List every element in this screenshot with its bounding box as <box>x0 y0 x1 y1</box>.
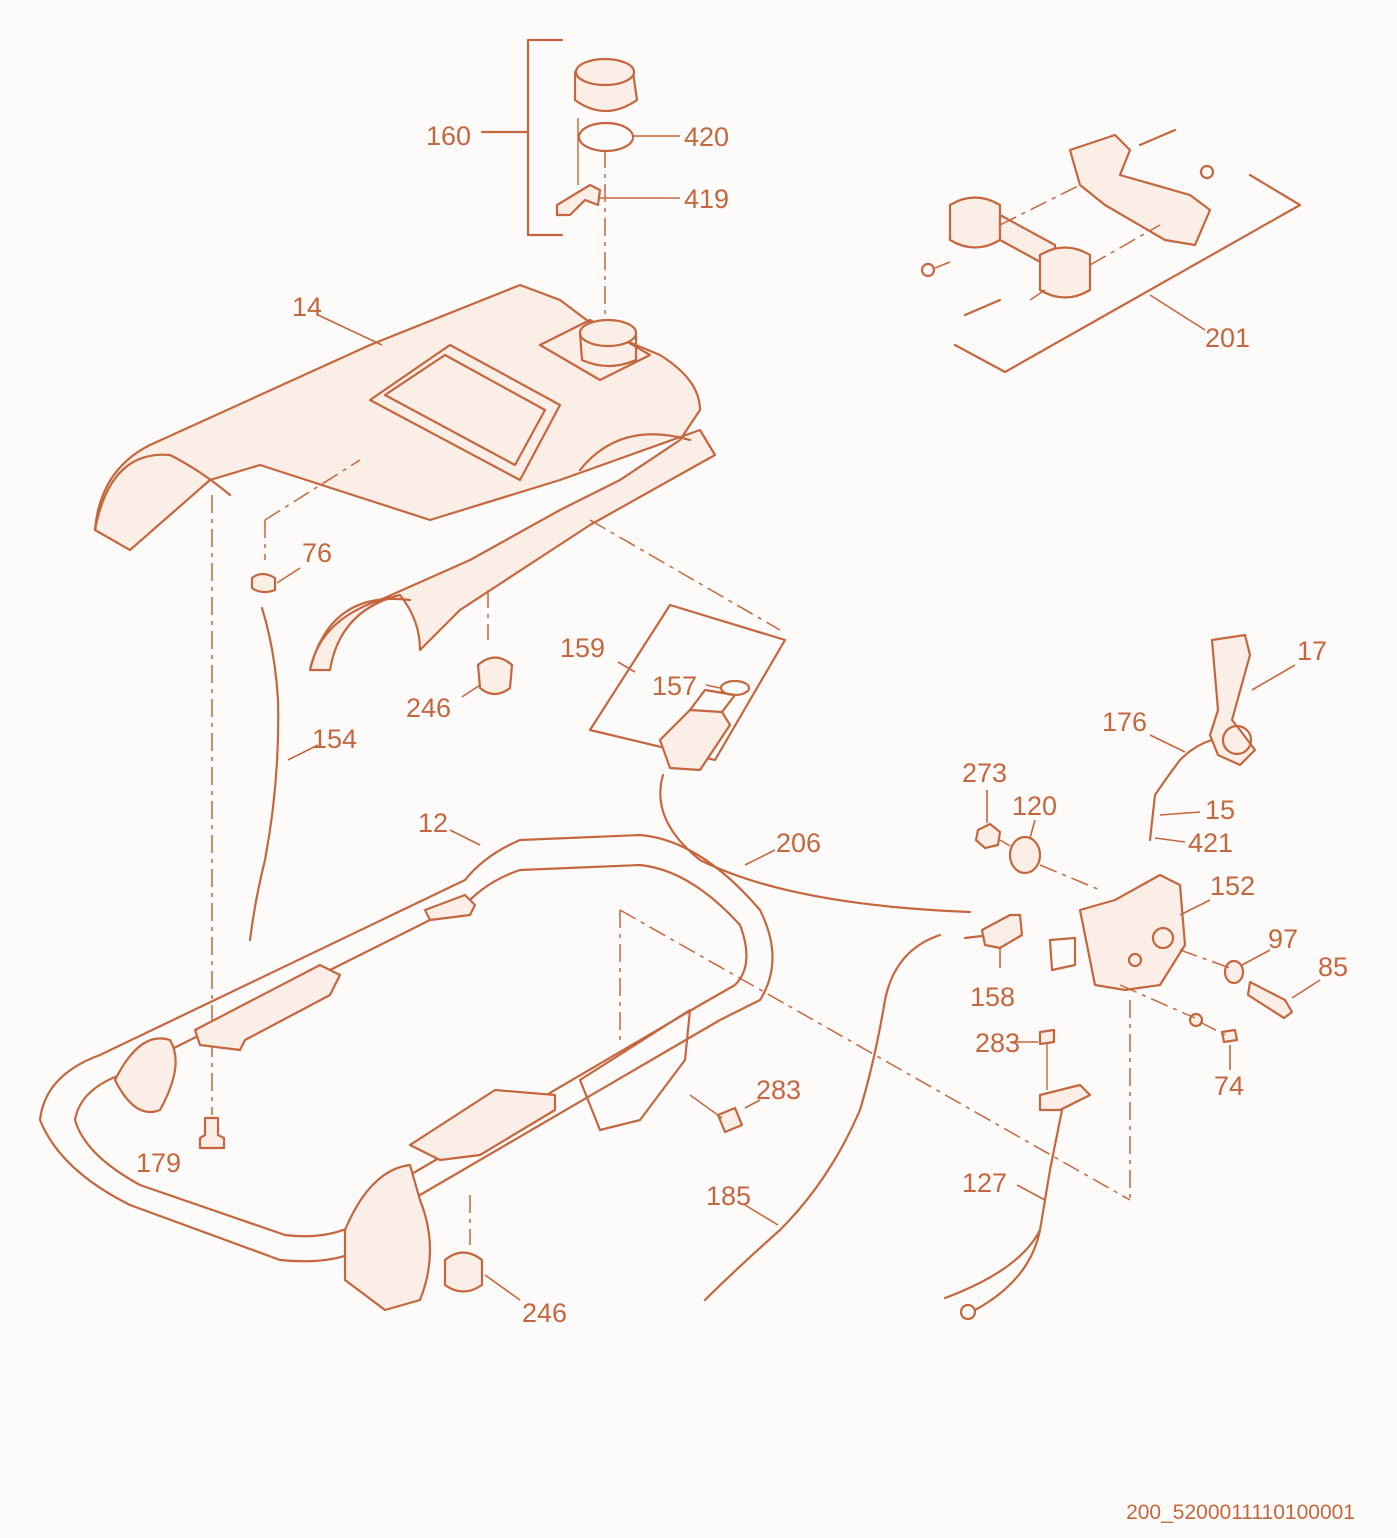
frame-plate-right <box>343 1163 432 1312</box>
wire-bracket-127 <box>1038 1083 1092 1112</box>
label-74: 74 <box>1214 1071 1244 1101</box>
clamp-246-lower <box>443 1195 521 1301</box>
throttle-plate-hub <box>1151 926 1175 950</box>
throttle-plate-152 <box>1048 873 1321 1200</box>
hose-154 <box>248 606 280 942</box>
throttle-lever-group <box>1148 633 1296 843</box>
tank-filler-neck <box>578 318 638 348</box>
hose-154-group <box>211 495 319 1115</box>
washer-120 <box>1008 835 1042 875</box>
label-283-upper: 283 <box>975 1028 1020 1058</box>
part-labels: 160 420 419 14 201 76 159 157 246 154 17… <box>136 121 1348 1328</box>
screw-74 <box>1220 1028 1239 1044</box>
fuel-line-206 <box>659 773 972 914</box>
tank-window <box>368 343 562 482</box>
label-120: 120 <box>1012 791 1057 821</box>
label-420: 420 <box>684 122 729 152</box>
bolt-179 <box>198 1116 226 1150</box>
label-421: 421 <box>1188 828 1233 858</box>
cable-176 <box>1148 738 1214 842</box>
bolt-283-lower-head <box>716 1106 744 1134</box>
nut-washer-group <box>974 790 1101 891</box>
tank-cover-14 <box>93 283 781 672</box>
label-12: 12 <box>418 808 448 838</box>
clamp-left-half <box>948 196 1002 249</box>
throttle-plate-body <box>1078 873 1187 992</box>
fuel-valve-158 <box>963 913 1024 968</box>
fuel-filter-group <box>588 603 787 772</box>
label-185: 185 <box>706 1181 751 1211</box>
hose-185 <box>703 933 942 1302</box>
label-419: 419 <box>684 184 729 214</box>
label-176: 176 <box>1102 707 1147 737</box>
washer-97 <box>1223 959 1245 985</box>
label-15: 15 <box>1205 795 1235 825</box>
label-127: 127 <box>962 1168 1007 1198</box>
tank-body <box>93 283 717 672</box>
label-159: 159 <box>560 633 605 663</box>
fuel-cap-assembly <box>480 38 680 320</box>
label-160: 160 <box>426 121 471 151</box>
label-201: 201 <box>1205 323 1250 353</box>
clamp-nut-right <box>1199 164 1215 180</box>
bolt-179-body <box>198 1116 226 1150</box>
label-154: 154 <box>312 724 357 754</box>
label-17: 17 <box>1297 636 1327 666</box>
fuel-cap-top <box>574 57 636 87</box>
bracket-201 <box>953 173 1302 374</box>
label-206: 206 <box>776 828 821 858</box>
bolt-283-lower <box>689 1094 761 1134</box>
throttle-lever-pivot <box>1221 724 1253 756</box>
label-179: 179 <box>136 1148 181 1178</box>
label-273: 273 <box>962 758 1007 788</box>
nut-273 <box>974 822 1002 850</box>
fuel-filter <box>658 708 732 772</box>
hose-185-group <box>703 933 942 1302</box>
wire-127 <box>943 1108 1064 1312</box>
frame-12 <box>38 829 1131 1312</box>
clamp-right-half <box>1038 246 1092 299</box>
bolt-283-upper <box>1038 1028 1056 1046</box>
clamp-bolts <box>963 128 1177 317</box>
frame-bracket-left <box>193 963 342 1052</box>
label-246-lower: 246 <box>522 1298 567 1328</box>
hose-clamp-76 <box>250 572 277 594</box>
label-76: 76 <box>302 538 332 568</box>
handle-clamp-201 <box>920 128 1302 374</box>
drawing-code: 200_5200011110100001 <box>1126 1501 1355 1524</box>
frame-bracket-center <box>408 1088 557 1162</box>
wire-127-group <box>943 1028 1092 1321</box>
fuel-valve-body <box>980 913 1024 950</box>
bracket-160 <box>480 38 564 237</box>
label-157: 157 <box>652 671 697 701</box>
label-283-lower: 283 <box>756 1075 801 1105</box>
frame-plate-left <box>113 1037 177 1114</box>
clamp-246-lower-body <box>443 1251 484 1293</box>
clamp-246-upper-body <box>476 656 514 696</box>
label-152: 152 <box>1210 871 1255 901</box>
o-ring-420 <box>577 121 635 153</box>
label-246-upper: 246 <box>406 693 451 723</box>
throttle-lever-17 <box>1208 633 1257 767</box>
clamp-246-upper <box>461 656 514 698</box>
retainer-419 <box>555 183 602 217</box>
clamp-upper <box>1068 133 1212 247</box>
gasket-157 <box>719 679 751 697</box>
hose-206 <box>659 773 972 914</box>
label-14: 14 <box>292 292 322 322</box>
label-158: 158 <box>970 982 1015 1012</box>
clamp-nut-left <box>920 262 936 278</box>
label-85: 85 <box>1318 952 1348 982</box>
bolt-85 <box>1246 980 1294 1020</box>
frame-tube-outer <box>38 833 774 1263</box>
label-97: 97 <box>1268 924 1298 954</box>
